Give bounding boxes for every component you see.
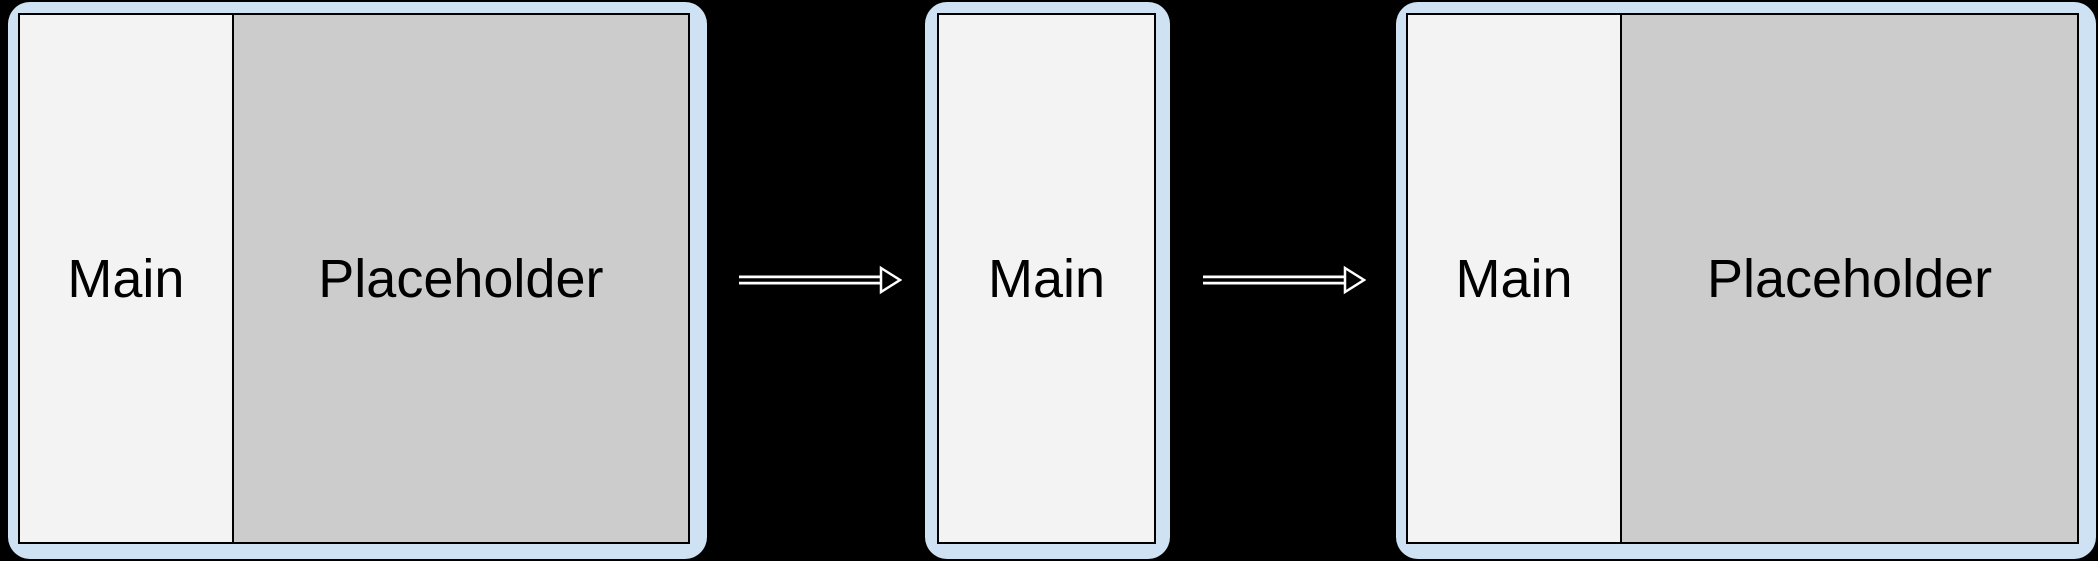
placeholder-pane-label: Placeholder <box>318 248 604 309</box>
placeholder-pane: Placeholder <box>1622 15 2077 542</box>
main-pane: Main <box>20 15 234 542</box>
screen-large-end: Main Placeholder <box>1406 13 2079 544</box>
main-pane-label: Main <box>987 248 1106 309</box>
right-arrow-icon <box>739 265 902 295</box>
device-frame-large-start: Main Placeholder <box>8 2 707 559</box>
placeholder-pane-label: Placeholder <box>1706 248 1993 309</box>
device-frame-large-end: Main Placeholder <box>1396 2 2096 559</box>
device-frame-compact: Main <box>925 2 1170 559</box>
placeholder-pane: Placeholder <box>233 15 688 542</box>
right-arrow-icon <box>1203 265 1366 295</box>
main-pane: Main <box>939 15 1154 542</box>
main-pane-label: Main <box>1455 248 1573 309</box>
screen-large-start: Main Placeholder <box>18 13 690 544</box>
main-pane-label: Main <box>67 248 185 309</box>
screen-compact: Main <box>937 13 1156 544</box>
main-pane: Main <box>1408 15 1623 542</box>
